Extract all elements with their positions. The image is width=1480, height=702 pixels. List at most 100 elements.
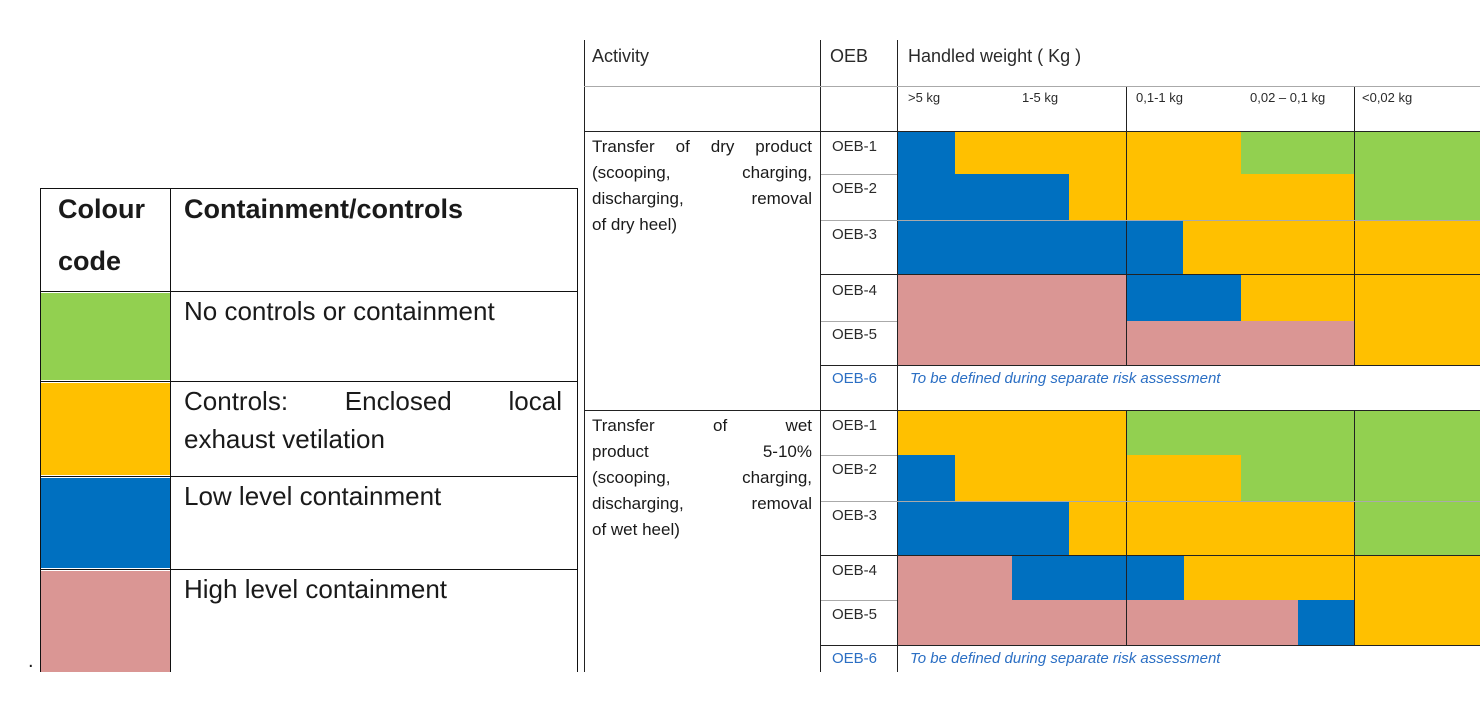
- legend-swatch-orange: [41, 383, 170, 475]
- grid-cell-blue: [898, 132, 955, 174]
- column-divider-weight: [1126, 86, 1127, 365]
- grid-cell-pink: [898, 556, 1012, 645]
- grid-cell-pink: [1127, 600, 1298, 645]
- group-divider: [584, 410, 1480, 411]
- activity-wet-product: Transfer of wet product 5-10% (scooping,…: [592, 413, 812, 543]
- grid-cell-orange: [955, 132, 1127, 174]
- oeb-1-label: OEB-1: [832, 417, 878, 434]
- oeb-row-divider: [821, 174, 897, 175]
- legend-row-divider: [40, 476, 578, 477]
- colour-code-legend: Colour code Containment/controls No cont…: [40, 188, 578, 672]
- grid-cell-orange: [1355, 600, 1480, 645]
- legend-row-divider: [40, 381, 578, 382]
- activity-line: (scooping, charging,: [592, 468, 812, 487]
- grid-cell-green: [1127, 411, 1480, 455]
- grid-cell-orange: [1355, 321, 1480, 365]
- oeb-row-divider: [821, 455, 897, 456]
- header-bottom-border: [584, 131, 1480, 132]
- legend-row-divider: [40, 569, 578, 570]
- grid-cell-orange: [955, 455, 1127, 501]
- legend-label-no-controls: No controls or containment: [184, 296, 495, 326]
- legend-label-high-level: High level containment: [184, 574, 448, 604]
- oeb-row-divider: [821, 220, 1480, 221]
- grid-cell-orange: [1127, 132, 1241, 174]
- oeb-row-divider: [821, 501, 1480, 502]
- containment-assessment-table: Activity OEB Handled weight ( Kg ) >5 kg…: [584, 40, 1480, 672]
- weight-band-1-5kg: 1-5 kg: [1022, 90, 1059, 105]
- legend-label-low-level: Low level containment: [184, 481, 442, 511]
- column-divider-oeb-weight: [897, 40, 898, 672]
- oeb-4-label: OEB-4: [832, 562, 878, 579]
- oeb-6-note: To be defined during separate risk asses…: [910, 650, 1221, 667]
- grid-cell-blue: [1298, 600, 1355, 645]
- legend-column-divider: [170, 188, 171, 672]
- column-divider-weight: [1126, 411, 1127, 645]
- header-divider: [584, 86, 1480, 87]
- activity-line: of dry heel): [592, 215, 678, 234]
- legend-label-controls-line2: exhaust vetilation: [184, 424, 385, 454]
- oeb-3-label: OEB-3: [832, 507, 878, 524]
- table-border-left: [584, 40, 585, 672]
- grid-cell-orange: [1069, 501, 1355, 556]
- oeb-1-label: OEB-1: [832, 138, 878, 155]
- grid-cell-blue: [898, 220, 1183, 275]
- grid-cell-orange: [898, 411, 1127, 455]
- grid-cell-orange: [1241, 275, 1480, 321]
- oeb-row-divider: [821, 321, 897, 322]
- grid-cell-orange: [1183, 220, 1480, 275]
- activity-line: Transfer of dry product: [592, 137, 812, 156]
- grid-cell-blue: [1012, 556, 1127, 600]
- legend-header-code: code: [58, 246, 122, 276]
- weight-band-over-5kg: >5 kg: [908, 90, 941, 105]
- activity-line: of wet heel): [592, 520, 680, 539]
- grid-cell-blue: [898, 455, 955, 501]
- legend-swatch-blue: [41, 478, 170, 568]
- grid-cell-pink: [1127, 321, 1355, 365]
- oeb-row-divider: [821, 600, 897, 601]
- grid-cell-green: [1241, 132, 1355, 174]
- header-handled-weight: Handled weight ( Kg ): [908, 46, 1082, 66]
- grid-cell-green: [1355, 501, 1480, 556]
- activity-line: (scooping, charging,: [592, 163, 812, 182]
- grid-cell-blue: [898, 174, 1069, 220]
- legend-header-containment: Containment/controls: [184, 194, 464, 224]
- grid-cell-blue: [898, 501, 1069, 556]
- grid-cell-orange: [1127, 455, 1241, 501]
- grid-cell-orange: [1184, 556, 1480, 600]
- weight-band-under-0-02kg: <0,02 kg: [1362, 90, 1413, 105]
- weight-band-0-02-0-1kg: 0,02 – 0,1 kg: [1250, 90, 1326, 105]
- activity-line: discharging, removal: [592, 494, 812, 513]
- header-activity: Activity: [592, 46, 650, 66]
- activity-line: discharging, removal: [592, 189, 812, 208]
- oeb-row-divider: [821, 555, 1480, 556]
- oeb-6-label: OEB-6: [832, 650, 878, 667]
- grid-cell-green: [1355, 132, 1480, 220]
- header-oeb: OEB: [830, 46, 869, 66]
- oeb-2-label: OEB-2: [832, 461, 878, 478]
- grid-cell-pink: [898, 275, 1127, 365]
- oeb-5-label: OEB-5: [832, 606, 878, 623]
- activity-line: product 5-10%: [592, 442, 812, 461]
- weight-band-0-1-1kg: 0,1-1 kg: [1136, 90, 1183, 105]
- column-divider-weight: [1354, 86, 1355, 365]
- activity-dry-product: Transfer of dry product (scooping, charg…: [592, 134, 812, 238]
- column-divider-weight: [1354, 411, 1355, 645]
- grid-cell-blue: [1127, 556, 1184, 600]
- oeb-row-divider: [821, 645, 1480, 646]
- grid-cell-blue: [1127, 275, 1241, 321]
- oeb-2-label: OEB-2: [832, 180, 878, 197]
- legend-frame: [40, 188, 578, 672]
- oeb-4-label: OEB-4: [832, 282, 878, 299]
- column-divider-activity-oeb: [820, 40, 821, 672]
- legend-swatch-green: [41, 293, 170, 380]
- oeb-3-label: OEB-3: [832, 226, 878, 243]
- oeb-row-divider: [821, 274, 1480, 275]
- oeb-6-label: OEB-6: [832, 370, 878, 387]
- grid-cell-green: [1241, 455, 1480, 501]
- legend-row-divider: [40, 291, 578, 292]
- oeb-6-note: To be defined during separate risk asses…: [910, 370, 1221, 387]
- grid-cell-orange: [1069, 174, 1355, 220]
- oeb-5-label: OEB-5: [832, 326, 878, 343]
- oeb-row-divider: [821, 365, 1480, 366]
